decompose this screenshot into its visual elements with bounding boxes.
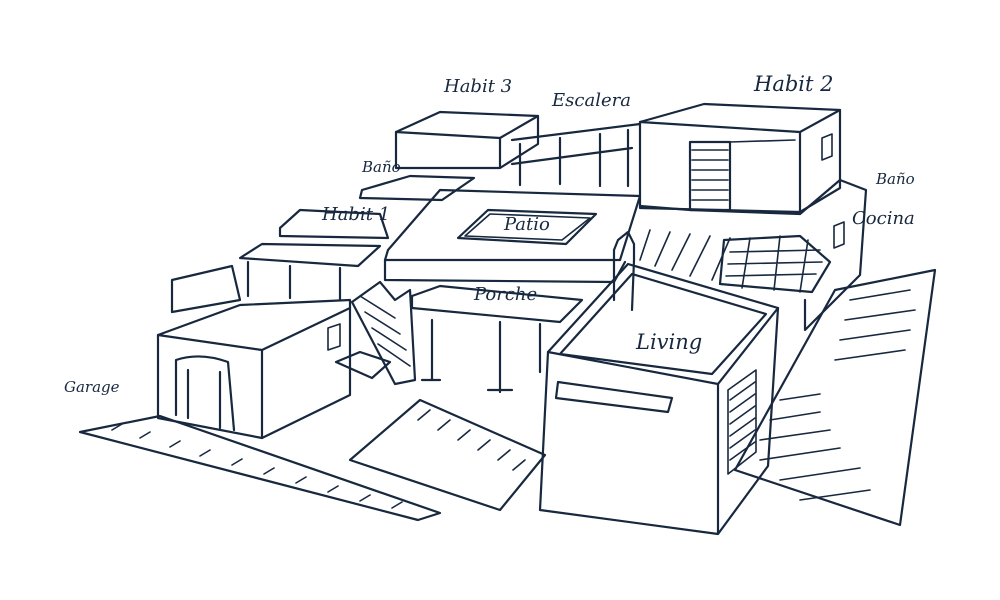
- habit1-block: [238, 208, 390, 302]
- garage-driveway: [78, 414, 442, 522]
- porch-block: [334, 280, 584, 394]
- label-habit1: Habit 1: [322, 204, 391, 225]
- habit3-block: [394, 110, 540, 170]
- label-bano-right: Baño: [876, 170, 915, 188]
- label-habit3: Habit 3: [444, 76, 513, 97]
- garage-block: [156, 264, 352, 440]
- escalera-railing: [510, 122, 642, 188]
- side-yard: [733, 268, 937, 527]
- label-patio: Patio: [504, 214, 550, 235]
- label-living: Living: [636, 330, 703, 354]
- living-block: [538, 262, 780, 536]
- label-porche: Porche: [474, 284, 538, 305]
- label-escalera: Escalera: [552, 90, 631, 111]
- chimney: [612, 230, 636, 312]
- label-cocina: Cocina: [852, 208, 915, 229]
- kitchen-block: [638, 178, 868, 332]
- habit2-block: [638, 102, 842, 214]
- front-walkway: [348, 398, 547, 512]
- main-roof: [358, 174, 642, 284]
- label-habit2: Habit 2: [754, 72, 834, 96]
- label-garage: Garage: [64, 378, 120, 396]
- label-bano-left: Baño: [362, 158, 401, 176]
